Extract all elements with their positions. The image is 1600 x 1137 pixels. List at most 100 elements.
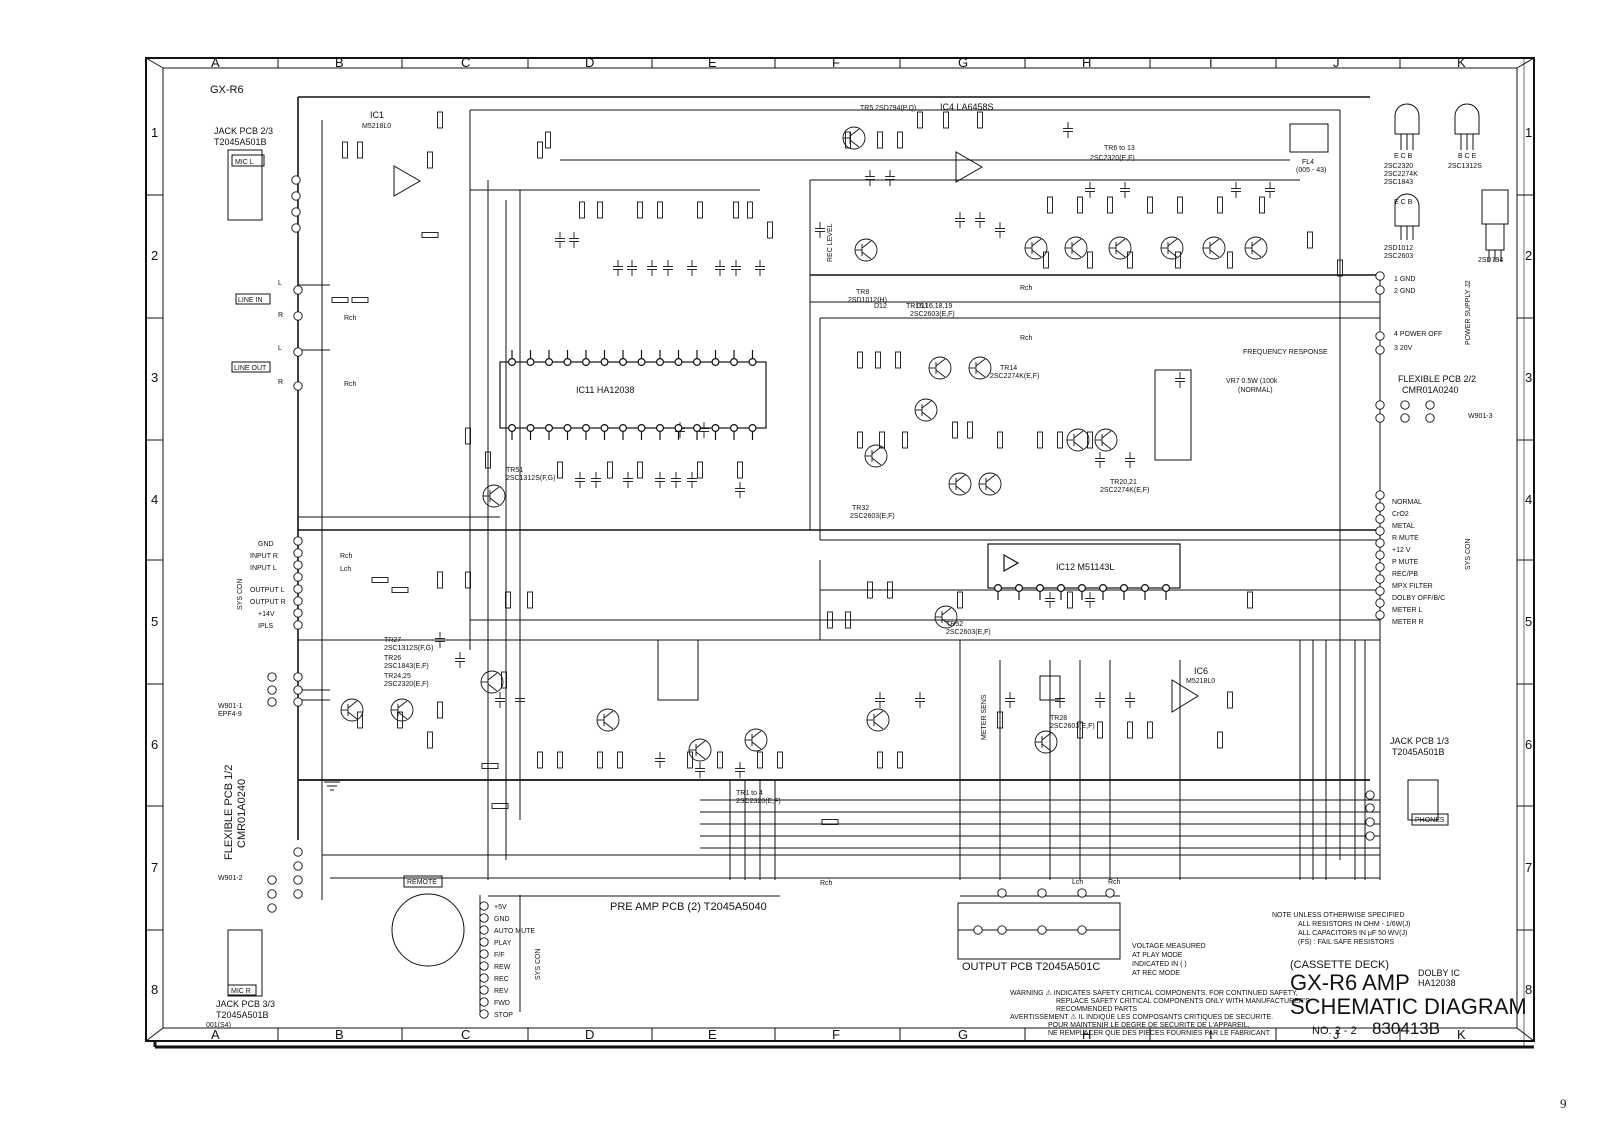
tr28-part: 2SC2603(E,F)	[1050, 723, 1095, 730]
tr5-label: TR5 2SD794(P,Q)	[860, 105, 916, 112]
terminal-26	[1375, 490, 1385, 500]
capacitor-5	[647, 260, 657, 276]
resistor-67	[877, 751, 883, 769]
resistor-68	[897, 751, 903, 769]
resistor-63	[687, 751, 693, 769]
resistor-71	[1097, 721, 1103, 739]
grid-row-3-right: 3	[1525, 370, 1532, 385]
w901-1-label: W901-1	[218, 703, 243, 710]
grid-col-d-bottom: D	[585, 1027, 594, 1042]
transistor-17	[482, 484, 506, 508]
jack-pcb-3-3: JACK PCB 3/3	[216, 999, 275, 1009]
voltage-note-3: INDICATED IN ( )	[1132, 961, 1187, 968]
tr51-part: 2SC1312S(F,G)	[506, 475, 555, 482]
w901-2-label: W901-2	[218, 875, 243, 882]
resistor-59	[537, 751, 543, 769]
doc-no-label: NO. 2 - 2	[1312, 1025, 1357, 1037]
note-3: ALL CAPACITORS IN μF 50 WV(J)	[1298, 930, 1407, 937]
capacitor-47	[1125, 452, 1135, 468]
phones-label: PHONES	[1415, 817, 1445, 824]
resistor-31	[1127, 251, 1133, 269]
voltage-note-4: AT REC MODE	[1132, 970, 1180, 977]
terminal-30	[1375, 538, 1385, 548]
transistor-13	[948, 472, 972, 496]
terminal-41	[1425, 400, 1435, 410]
resistor-65	[757, 751, 763, 769]
resistor-83	[437, 571, 443, 589]
resistor-21	[1047, 196, 1053, 214]
ps-power-off: 4 POWER OFF	[1394, 331, 1442, 338]
ic11-label: IC11 HA12038	[576, 385, 634, 395]
resistor-87	[351, 297, 369, 303]
ps-gnd2: 2 GND	[1394, 288, 1415, 295]
grid-col-d-top: D	[585, 55, 594, 70]
tr6-13-label: TR6 to 13	[1104, 145, 1135, 152]
capacitor-26	[623, 472, 633, 488]
terminal-53	[997, 888, 1007, 898]
terminal-18	[267, 697, 277, 707]
resistor-52	[485, 451, 491, 469]
rm-auto-mute: AUTO MUTE	[494, 928, 535, 935]
transistor-8	[1244, 236, 1268, 260]
tr24-25-label: TR24,25	[384, 673, 411, 680]
resistor-48	[637, 461, 643, 479]
resistor-24	[1147, 196, 1153, 214]
terminal-33	[1375, 574, 1385, 584]
transistor-22	[596, 708, 620, 732]
note-1: NOTE UNLESS OTHERWISE SPECIFIED	[1272, 912, 1405, 919]
terminal-71	[291, 207, 301, 217]
resistor-11	[697, 201, 703, 219]
terminal-62	[1365, 803, 1375, 813]
warning-line-4: AVERTISSEMENT ⚠ IL INDIQUE LES COMPOSANT…	[1010, 1013, 1273, 1021]
w901-3-label: W901-3	[1468, 413, 1493, 420]
grid-row-4-left: 4	[151, 492, 158, 507]
resistor-6	[545, 131, 551, 149]
terminal-63	[1365, 817, 1375, 827]
warning-line-2: REPLACE SAFETY CRITICAL COMPONENTS ONLY …	[1056, 998, 1310, 1005]
transistor-10	[968, 356, 992, 380]
ic6-part: M5218L0	[1186, 678, 1215, 685]
ps-gnd1: 1 GND	[1394, 276, 1415, 283]
grid-col-g-bottom: G	[958, 1027, 968, 1042]
resistor-47	[607, 461, 613, 479]
terminal-56	[1105, 888, 1115, 898]
resistor-9	[637, 201, 643, 219]
resistor-72	[1127, 721, 1133, 739]
transistor-24	[744, 728, 768, 752]
terminal-70	[291, 191, 301, 201]
lch-j2: Lch	[340, 566, 351, 573]
resistor-25	[1177, 196, 1183, 214]
j2-14v: +14V	[258, 611, 275, 618]
capacitor-23	[699, 422, 709, 438]
wiring	[297, 96, 1381, 1012]
resistor-46	[557, 461, 563, 479]
warning-line-1: WARNING ⚠ INDICATES SAFETY CRITICAL COMP…	[1010, 989, 1298, 997]
sys-con-right-label: SYS CON	[1465, 538, 1472, 570]
ep-label: EPF4-9	[218, 711, 242, 718]
terminal-61	[1365, 790, 1375, 800]
tr32-label: TR32	[852, 505, 869, 512]
grid-row-7-left: 7	[151, 860, 158, 875]
resistor-69	[997, 711, 1003, 729]
grid-row-1-left: 1	[151, 125, 158, 140]
capacitor-25	[591, 472, 601, 488]
resistor-19	[943, 111, 949, 129]
note-4: (FS) : FAIL SAFE RESISTORS	[1298, 939, 1394, 946]
terminal-51	[479, 997, 489, 1007]
terminal-54	[1037, 888, 1047, 898]
tr15-19-part: 2SC2603(E,F)	[910, 311, 955, 318]
resistor-14	[767, 221, 773, 239]
terminal-27	[1375, 502, 1385, 512]
resistor-27	[1259, 196, 1265, 214]
jack-pcb-1-3-num: T2045A501B	[1392, 747, 1445, 757]
capacitor-15	[975, 212, 985, 228]
grid-col-g-top: G	[958, 55, 968, 70]
terminal-5	[293, 584, 303, 594]
resistor-53	[505, 591, 511, 609]
terminal-44	[479, 913, 489, 923]
model-label: GX-R6	[210, 84, 244, 96]
grid-col-f-top: F	[832, 55, 840, 70]
cassette-deck-label: (CASSETTE DECK)	[1290, 959, 1389, 971]
opamps	[393, 151, 1199, 713]
